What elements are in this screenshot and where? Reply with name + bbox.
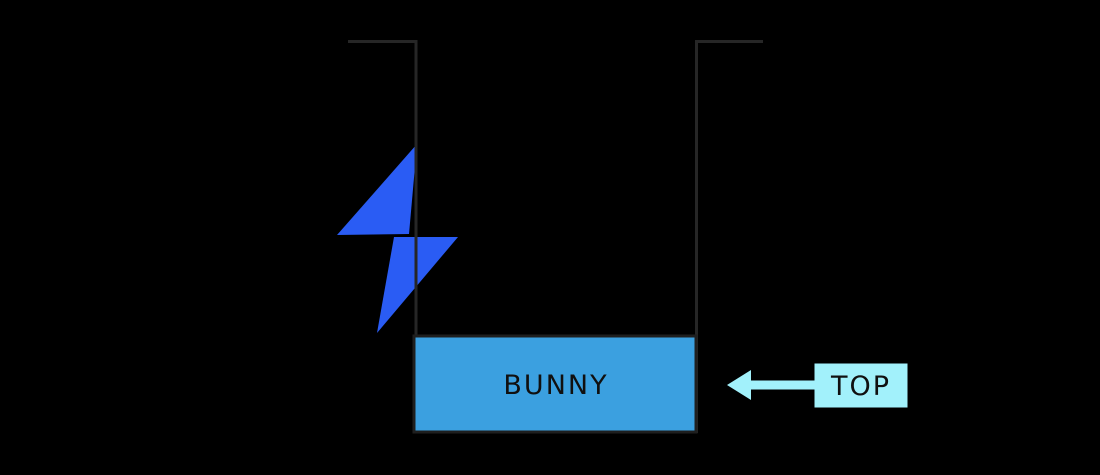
bunny-liquid-block: BUNNY [412,334,698,434]
arrow-shaft [749,380,815,390]
top-callout: TOP [814,363,908,408]
lightning-bolt-icon [337,144,458,333]
bunny-liquid-rect [412,334,698,434]
arrow-left-icon [727,370,815,400]
container-outline [348,40,763,433]
container-left-wall [348,40,418,433]
lightning-bolt-upper-half [337,144,417,235]
top-callout-box [814,363,908,408]
arrow-head [727,370,751,400]
bunny-label: BUNNY [503,370,608,401]
container-right-wall [695,40,763,433]
top-label: TOP [830,371,891,402]
